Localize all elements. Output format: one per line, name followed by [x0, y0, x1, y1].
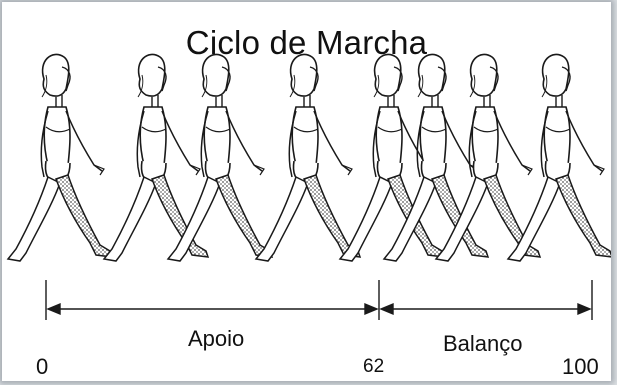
- arrowhead: [46, 302, 61, 316]
- tick-label-62: 62: [363, 356, 385, 377]
- diagram-frame: Ciclo de Marcha: [2, 2, 611, 381]
- phase-label-apoio: Apoio: [188, 326, 245, 351]
- walker-figure: [507, 53, 611, 262]
- walker-figure: [255, 53, 361, 262]
- gait-figures: [7, 53, 611, 320]
- phase-label-balanco: Balanço: [443, 331, 523, 356]
- walker-figure: [435, 53, 541, 262]
- tick-label-0: 0: [36, 354, 49, 379]
- walker-figure: [7, 53, 113, 262]
- arrowhead: [364, 302, 379, 316]
- arrowhead: [379, 302, 394, 316]
- tick-label-100: 100: [562, 354, 599, 379]
- arrowhead: [577, 302, 592, 316]
